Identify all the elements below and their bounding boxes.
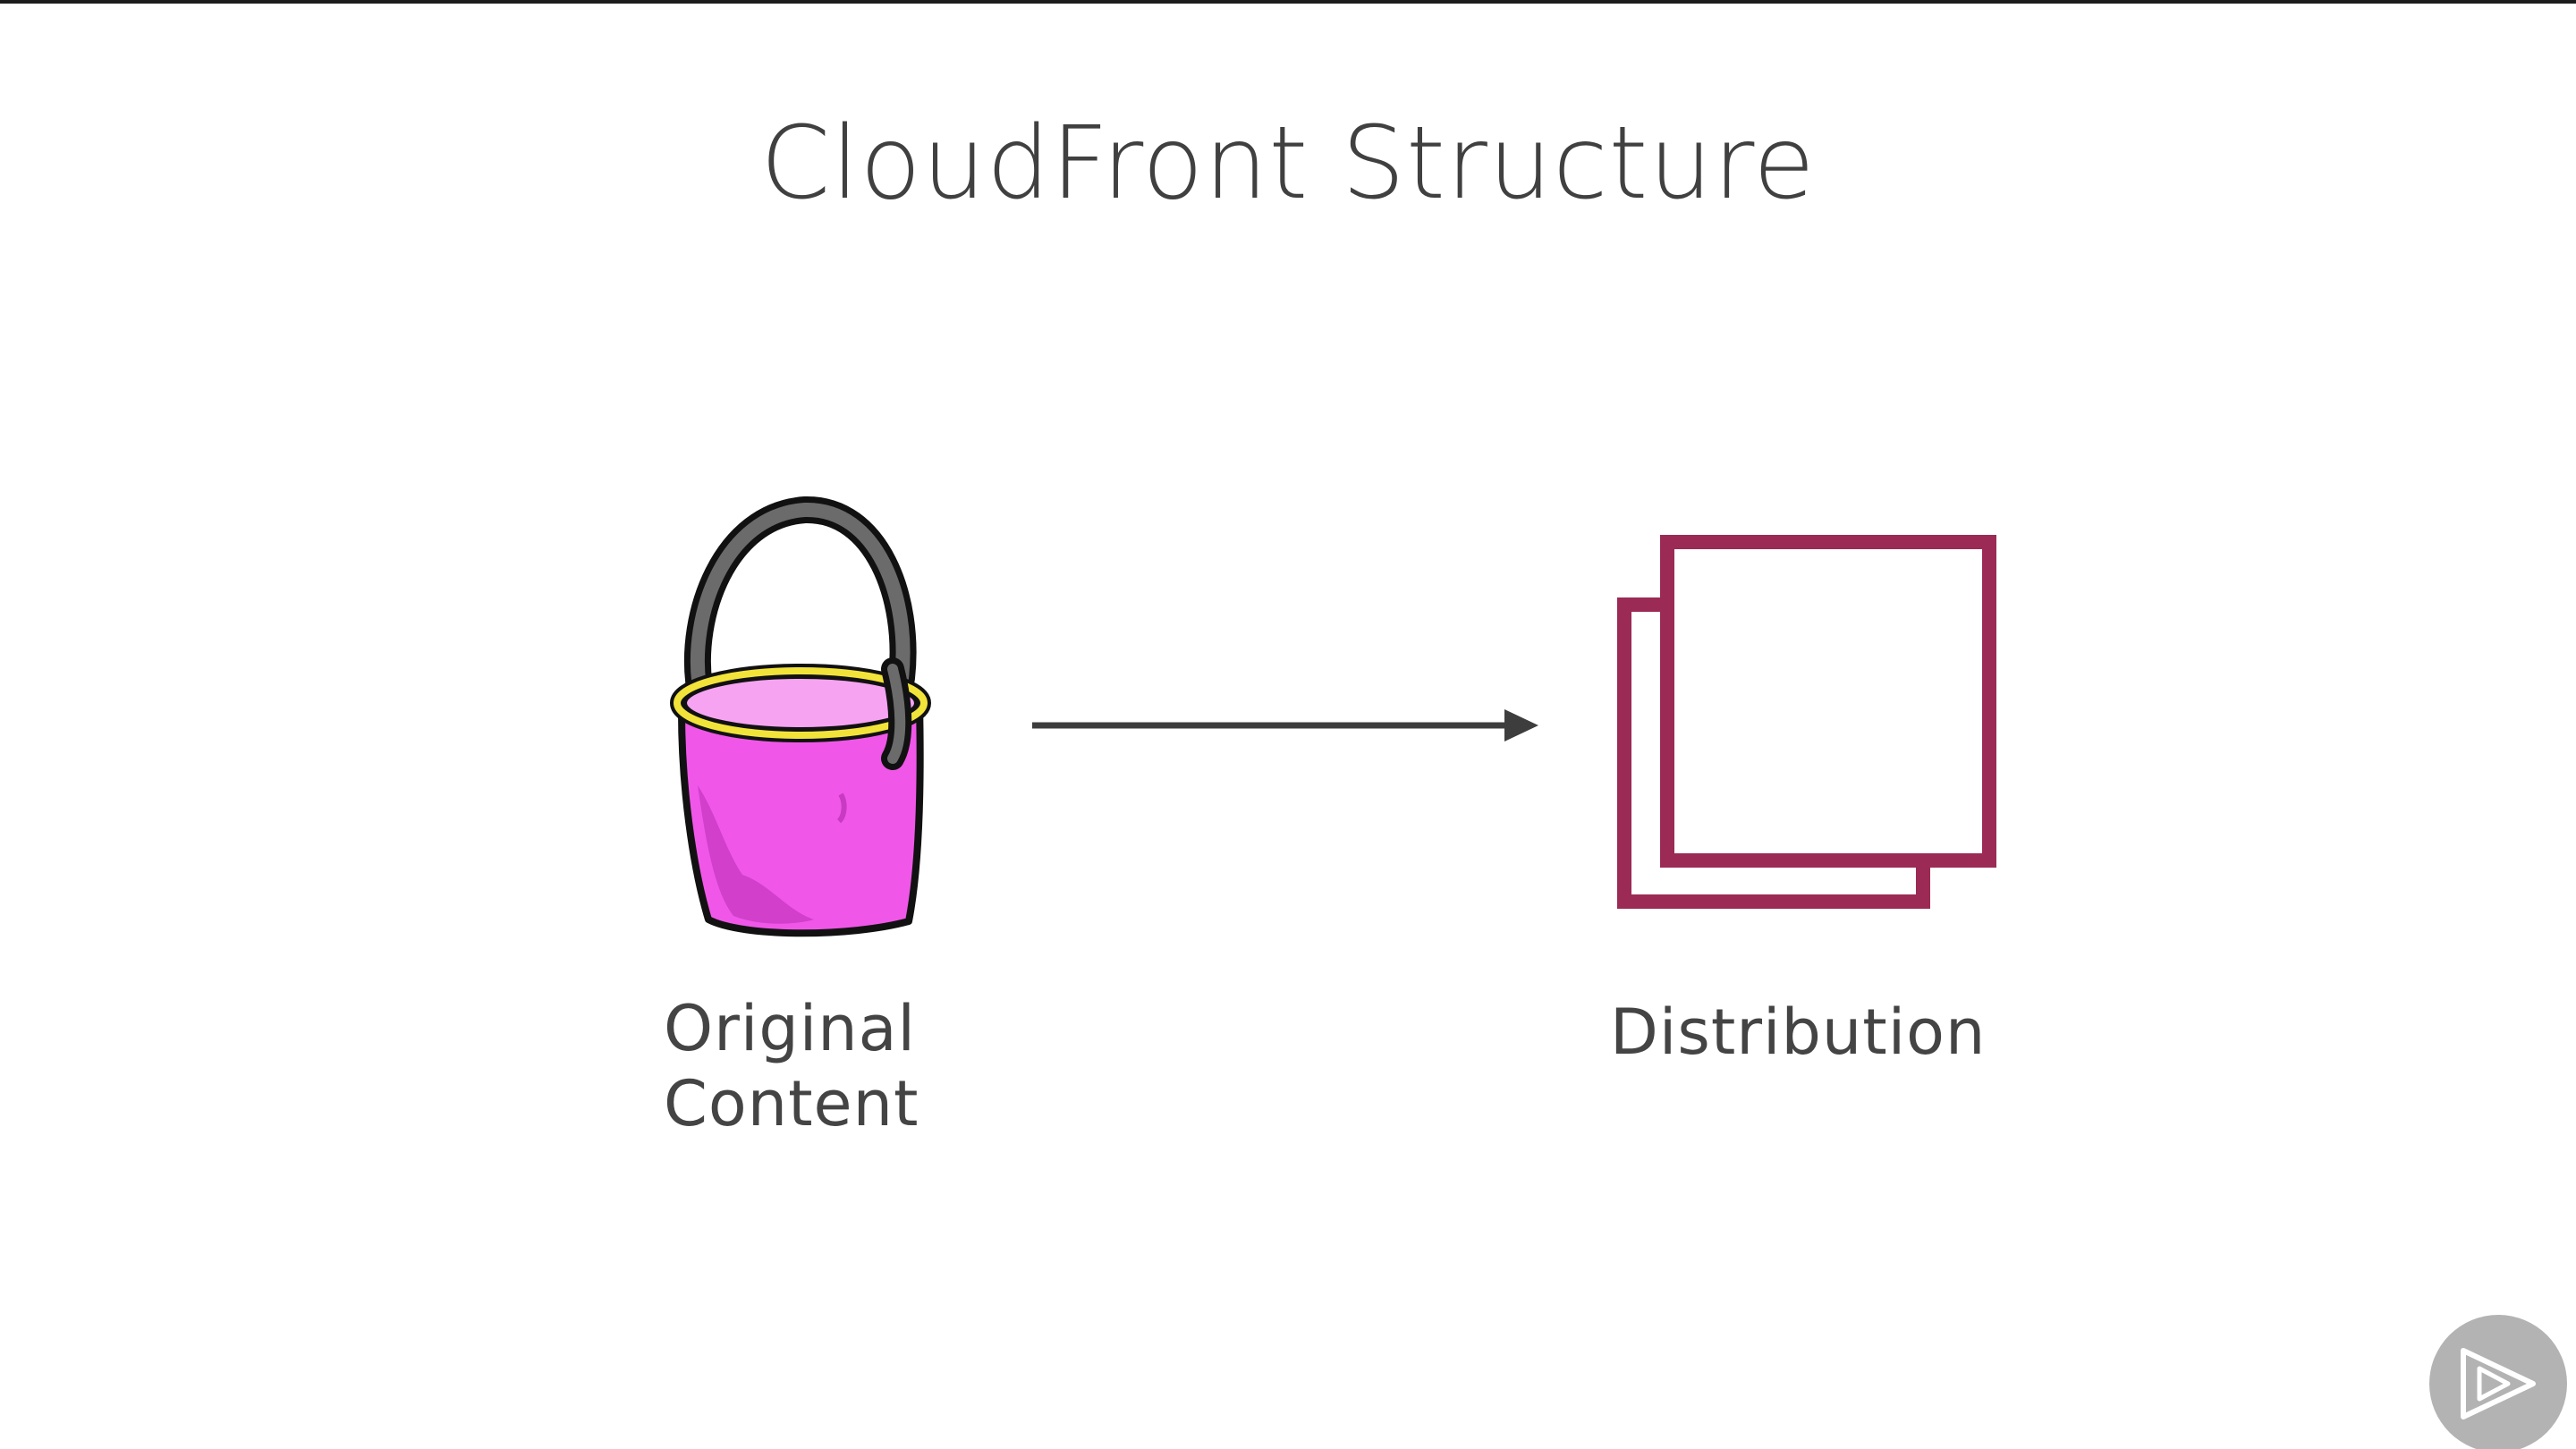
distribution-label: Distribution [1610,996,1987,1069]
bucket-icon [670,496,931,937]
top-border [0,0,2576,4]
play-logo-icon[interactable] [2429,1315,2567,1449]
original-content-label-line2: Content [664,1067,919,1140]
original-content-label-line1: Original [664,992,916,1065]
stacked-squares-icon [1617,535,1996,909]
original-content-label: Original Content [664,991,1021,1141]
slide-title: CloudFront Structure [760,106,1816,222]
arrow-right-icon [1032,709,1538,741]
